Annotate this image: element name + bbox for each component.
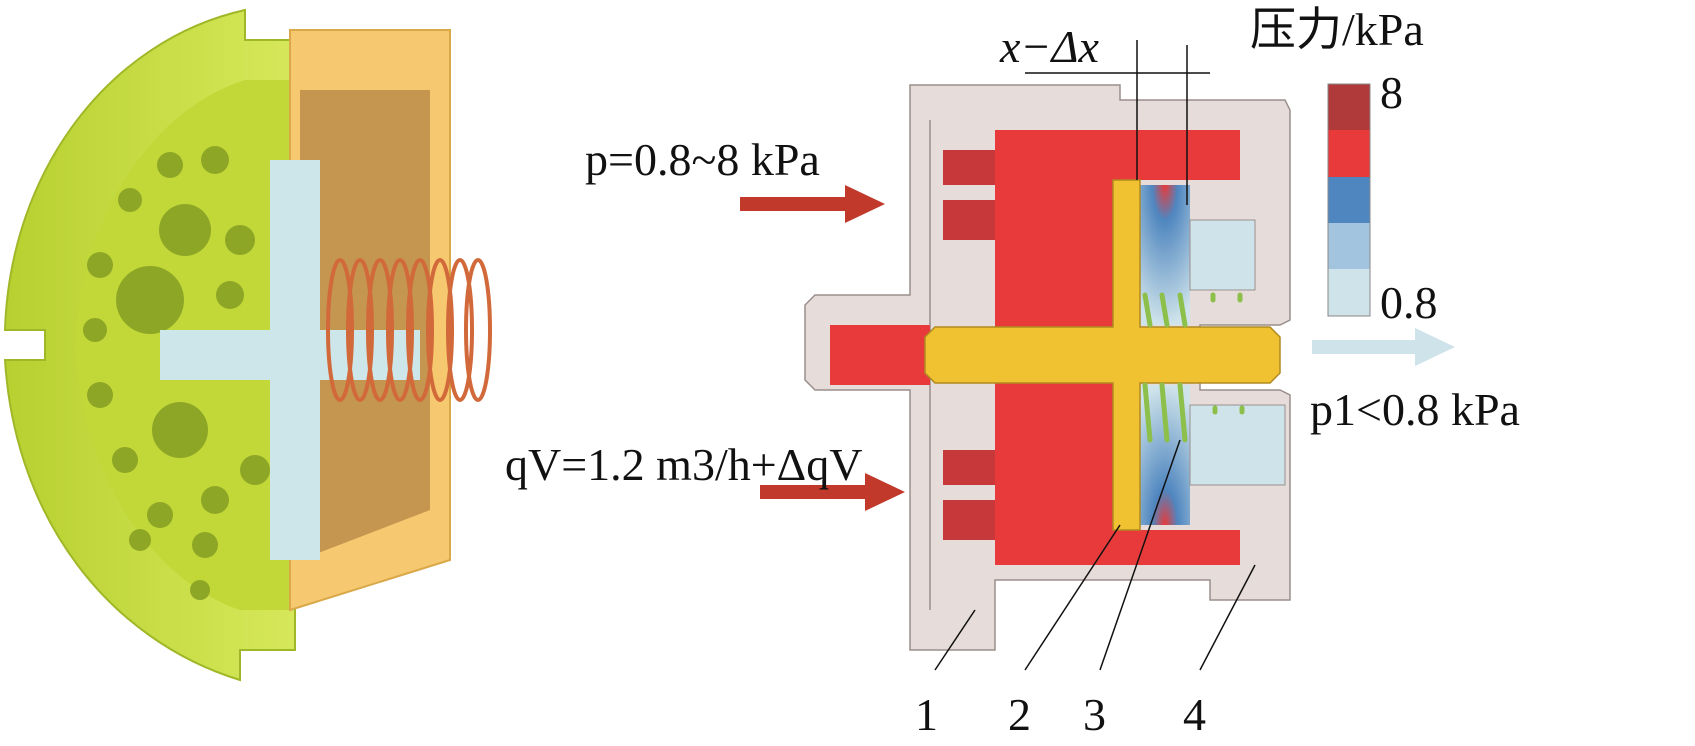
leader-lines [934,439,1256,671]
valve-cross-section [804,40,1291,671]
outlet-pressure-label: p1<0.8 kPa [1310,384,1520,435]
flow-holes [83,146,270,600]
valve-3d-render [3,8,492,682]
inlet-arrow-bottom [760,473,905,511]
inlet-pressure-label: p=0.8~8 kPa [585,134,820,185]
part-label-1: 1 [915,689,938,740]
part-label-2: 2 [1008,689,1031,740]
inlet-flow-label: qV=1.2 m3/h+ΔqV [505,439,862,490]
dimension-lines [1025,40,1210,205]
valve-core [924,179,1281,531]
part-label-4: 4 [1183,689,1206,740]
legend-min: 0.8 [1380,277,1438,328]
displacement-label: x−Δx [999,21,1099,72]
inlet-arrow-top [740,185,885,223]
spring [1142,292,1245,443]
outlet-arrow [1312,328,1455,366]
pressure-legend [1327,83,1371,317]
legend-max: 8 [1380,67,1403,118]
legend-title: 压力/kPa [1250,4,1424,55]
part-label-3: 3 [1083,689,1106,740]
spring-3d [326,258,492,402]
